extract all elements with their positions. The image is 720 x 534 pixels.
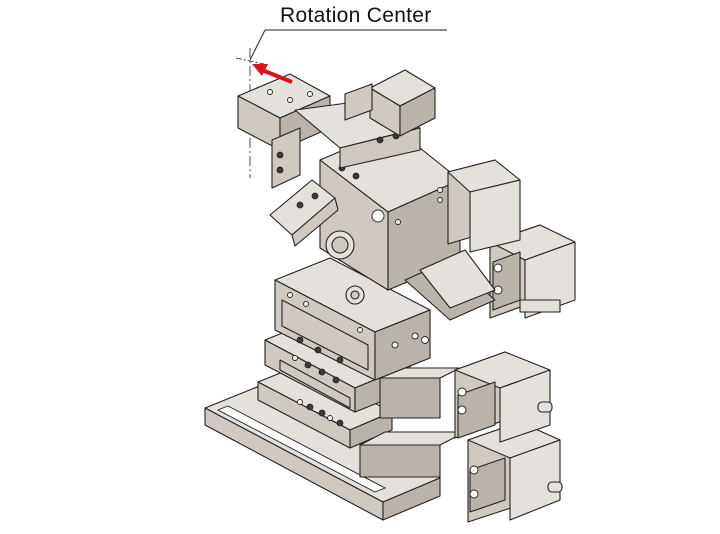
z-stage-motor <box>489 224 576 319</box>
rotation-center-label: Rotation Center <box>280 4 432 27</box>
callout-leader <box>249 29 447 61</box>
rotation-center-axis <box>235 48 265 178</box>
x-stage <box>257 364 466 478</box>
y-stage <box>264 317 461 419</box>
goniometer-motor <box>404 159 521 344</box>
top-motor <box>344 69 436 137</box>
rotation-arrow <box>252 64 293 84</box>
tilt-plate <box>269 179 339 247</box>
y-stage-motor <box>454 351 553 443</box>
